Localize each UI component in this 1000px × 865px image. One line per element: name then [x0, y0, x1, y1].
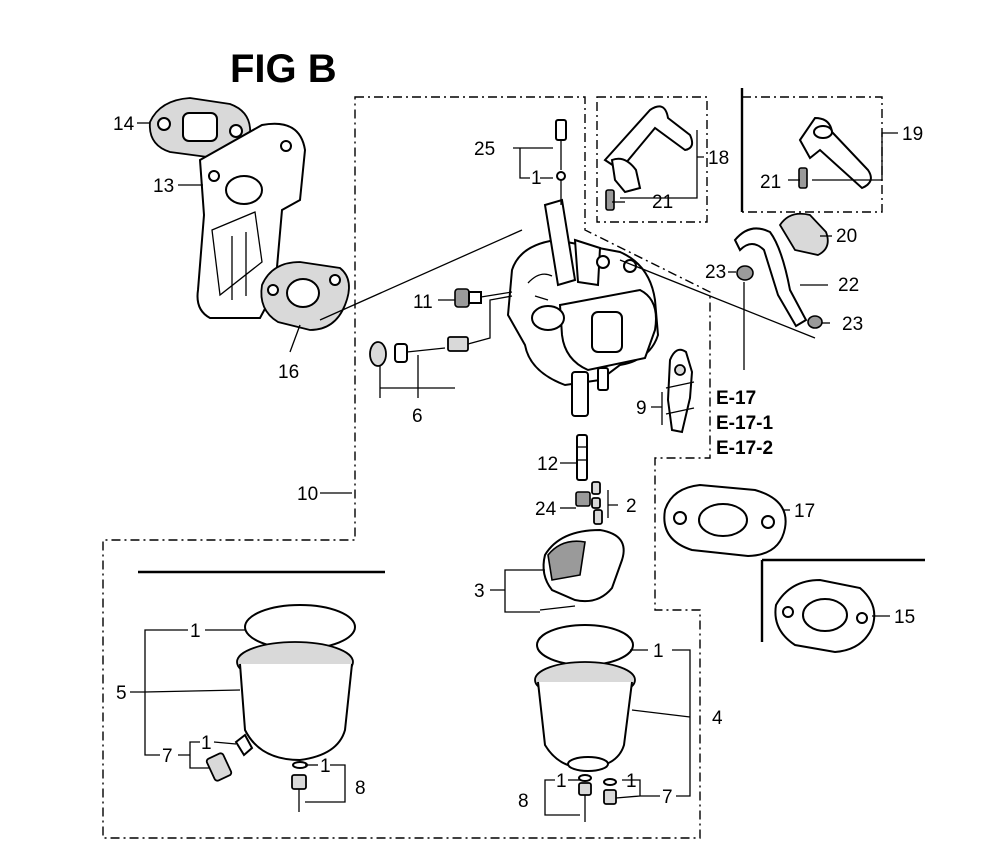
gasket-16	[260, 261, 350, 331]
callout-8-left: 8	[355, 778, 366, 799]
callout-1-right-drain-washer: 1	[626, 771, 637, 792]
callout-1-left-bowl-oring: 1	[190, 621, 201, 642]
callout-7-left: 7	[162, 746, 173, 767]
float-chamber-5	[205, 604, 356, 812]
callout-4: 4	[712, 708, 723, 729]
callout-numbers: 14 13 16 25 1 11 6 10 18 21 19 21 20 23 …	[113, 114, 923, 812]
gasket-15	[774, 578, 876, 654]
figure-title: FIG B	[230, 47, 337, 91]
float-3	[539, 528, 625, 611]
callout-20: 20	[836, 226, 857, 247]
leader-lines	[130, 122, 898, 816]
callout-17: 17	[794, 501, 815, 522]
reference-e17-1: E-17-1	[716, 413, 773, 434]
callout-5: 5	[116, 683, 127, 704]
callout-10: 10	[297, 484, 318, 505]
callout-15: 15	[894, 607, 915, 628]
screw-25	[555, 119, 567, 205]
callout-22: 22	[838, 275, 859, 296]
screw-11	[454, 288, 513, 308]
callout-21-a: 21	[652, 192, 673, 213]
callout-1-left-drain-washer: 1	[201, 733, 212, 754]
reference-e17-2: E-17-2	[716, 438, 773, 459]
main-jet-12	[576, 434, 588, 481]
pilot-screw-6	[369, 295, 513, 367]
callout-25: 25	[474, 139, 495, 160]
clip-23-lower	[807, 315, 823, 329]
callout-3: 3	[474, 581, 485, 602]
callout-7-right: 7	[662, 787, 673, 808]
callout-19: 19	[902, 124, 923, 145]
callout-1-float-gasket: 1	[531, 168, 542, 189]
choke-lever-18	[603, 105, 694, 211]
float-pin-2	[591, 481, 603, 525]
callout-12: 12	[537, 454, 558, 475]
float-chamber-4	[534, 624, 636, 822]
callout-2: 2	[626, 496, 637, 517]
callout-1-left-bolt-washer: 1	[320, 756, 331, 777]
callout-13: 13	[153, 176, 174, 197]
callout-1-right-bolt-washer: 1	[556, 771, 567, 792]
clip-23-upper	[736, 265, 754, 281]
carburetor-body	[506, 198, 660, 417]
callout-21-b: 21	[760, 172, 781, 193]
carburetor-assembly-boundary	[102, 96, 711, 839]
fuel-tube-22	[733, 227, 808, 328]
lever-kit-a-boundary	[596, 96, 708, 223]
callout-8-right: 8	[518, 791, 529, 812]
gasket-14	[148, 97, 252, 159]
callout-24: 24	[535, 499, 557, 520]
callout-23-a: 23	[705, 262, 726, 283]
gasket-16-guide	[319, 229, 523, 321]
nozzle-24	[575, 491, 591, 507]
throttle-guide-line	[619, 259, 816, 339]
gasket-17	[663, 483, 787, 558]
callout-23-b: 23	[842, 314, 863, 335]
callout-1-right-bowl-oring: 1	[653, 641, 664, 662]
gasket-15-divider	[760, 558, 925, 642]
callout-14: 14	[113, 114, 135, 135]
throttle-lever-19	[798, 116, 872, 190]
callout-18: 18	[708, 148, 729, 169]
fuel-tube-20	[778, 212, 829, 256]
float-valve-9	[665, 348, 695, 434]
reference-e17: E-17	[716, 388, 756, 409]
callout-11: 11	[413, 292, 433, 313]
callout-9: 9	[636, 398, 647, 419]
callout-16: 16	[278, 362, 299, 383]
callout-6: 6	[412, 406, 423, 427]
